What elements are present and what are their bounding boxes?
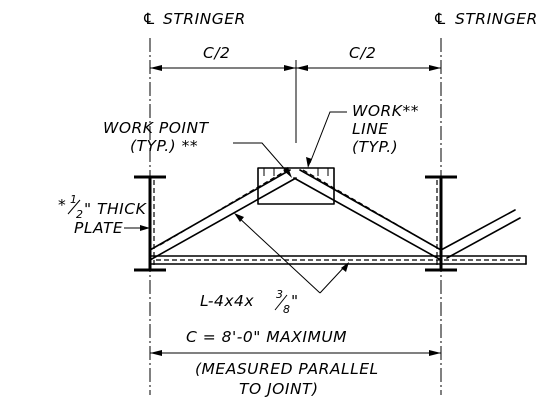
top-dim-arrow-mid-right bbox=[296, 65, 308, 71]
half-spacing-left-label: C/2 bbox=[203, 44, 230, 62]
bottom-chord-angle bbox=[149, 255, 527, 265]
angle-callout-suffix: " bbox=[291, 292, 299, 310]
work-line-label-line1: WORK** bbox=[352, 102, 419, 120]
work-line-leader bbox=[309, 111, 347, 164]
right-stringer-label: STRINGER bbox=[455, 10, 538, 28]
next-bay-diagonal-angle bbox=[440, 209, 521, 259]
work-point-arrow bbox=[283, 167, 292, 178]
spacing-label-line2: (MEASURED PARALLEL bbox=[195, 360, 379, 378]
angle-leader-left bbox=[236, 215, 321, 294]
plate-note-fraction-denominator: 2 bbox=[76, 208, 83, 221]
left-centerline-symbol: ℄ bbox=[142, 10, 156, 28]
work-point-label-line1: WORK POINT bbox=[103, 119, 210, 137]
bottom-dim-arrow-right bbox=[429, 350, 441, 356]
top-dim-arrow-left bbox=[150, 65, 162, 71]
left-stringer-beam bbox=[134, 175, 166, 272]
work-point-leader bbox=[233, 142, 290, 175]
gusset-plate bbox=[257, 167, 335, 205]
angle-callout-fraction-numerator: 3 bbox=[276, 288, 283, 301]
right-diagonal-angle bbox=[293, 169, 442, 261]
spacing-label-line1: C = 8'-0" MAXIMUM bbox=[186, 328, 347, 346]
plate-note-fraction-bar bbox=[67, 199, 81, 215]
top-dim-arrow-right bbox=[429, 65, 441, 71]
right-centerline-symbol: ℄ bbox=[433, 10, 447, 28]
plate-note-star: * bbox=[58, 196, 66, 214]
right-stringer-beam bbox=[425, 175, 457, 272]
angle-leader-right-arrow bbox=[341, 262, 349, 272]
angle-callout-fraction-denominator: 8 bbox=[283, 303, 290, 316]
bottom-dim-arrow-left bbox=[150, 350, 162, 356]
work-line-label-line2: LINE bbox=[352, 120, 389, 138]
spacing-label-line3: TO JOINT) bbox=[239, 380, 319, 398]
half-spacing-right-label: C/2 bbox=[349, 44, 376, 62]
work-point-label-line2: (TYP.) ** bbox=[130, 137, 198, 155]
left-stringer-label: STRINGER bbox=[163, 10, 246, 28]
plate-note-line1: " THICK bbox=[84, 200, 148, 218]
work-line-label-line3: (TYP.) bbox=[352, 138, 398, 156]
angle-callout-prefix: L-4x4x bbox=[200, 292, 254, 310]
plate-note-fraction-numerator: 1 bbox=[70, 193, 77, 206]
plate-note-line2: PLATE bbox=[74, 219, 123, 237]
left-diagonal-angle bbox=[149, 169, 297, 261]
angle-callout-fraction-bar bbox=[274, 294, 288, 311]
plate-note-arrow bbox=[140, 225, 150, 231]
top-dim-arrow-mid-left bbox=[284, 65, 296, 71]
work-line-arrow bbox=[306, 157, 312, 168]
angle-leader-left-arrow bbox=[234, 213, 244, 222]
